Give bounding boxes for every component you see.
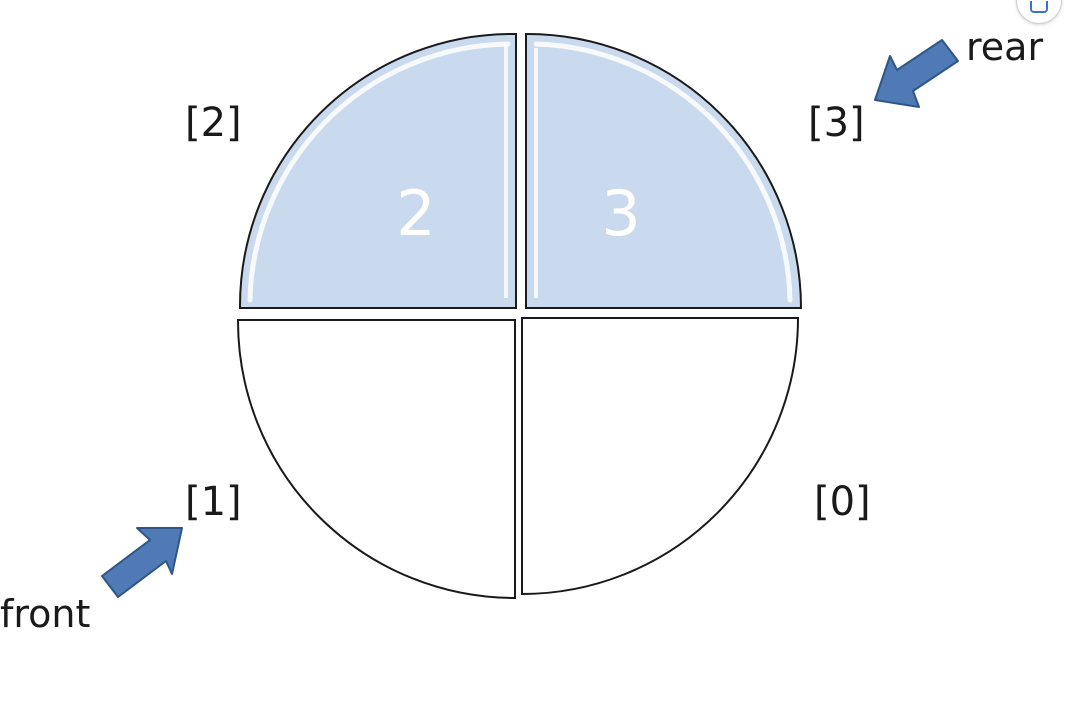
expand-icon [1030,1,1048,13]
slot-3-segment [525,32,803,309]
rear-arrow-icon [874,39,959,108]
slot-1-index-label: [1] [185,479,242,525]
slot-2-index-label: [2] [185,100,242,146]
slot-1 [236,319,516,600]
slot-3-highlight [533,41,793,303]
front-arrow-icon [101,527,183,598]
front-label: front [0,592,90,636]
slot-0 [521,317,800,596]
front-pointer: front [0,527,183,636]
slot-0-index-label: [0] [814,479,871,525]
rear-pointer: rear [874,25,1043,108]
slot-3-value: 3 [601,177,640,250]
slot-2-value: 2 [396,177,435,250]
rear-label: rear [966,25,1043,69]
slot-1-segment [236,319,516,600]
slot-2-segment [238,32,517,309]
slot-3-index-label: [3] [808,100,865,146]
slot-2-highlight [247,41,511,303]
slot-2: 2 [238,32,517,309]
slot-0-segment [521,317,800,596]
slot-3: 3 [525,32,803,309]
